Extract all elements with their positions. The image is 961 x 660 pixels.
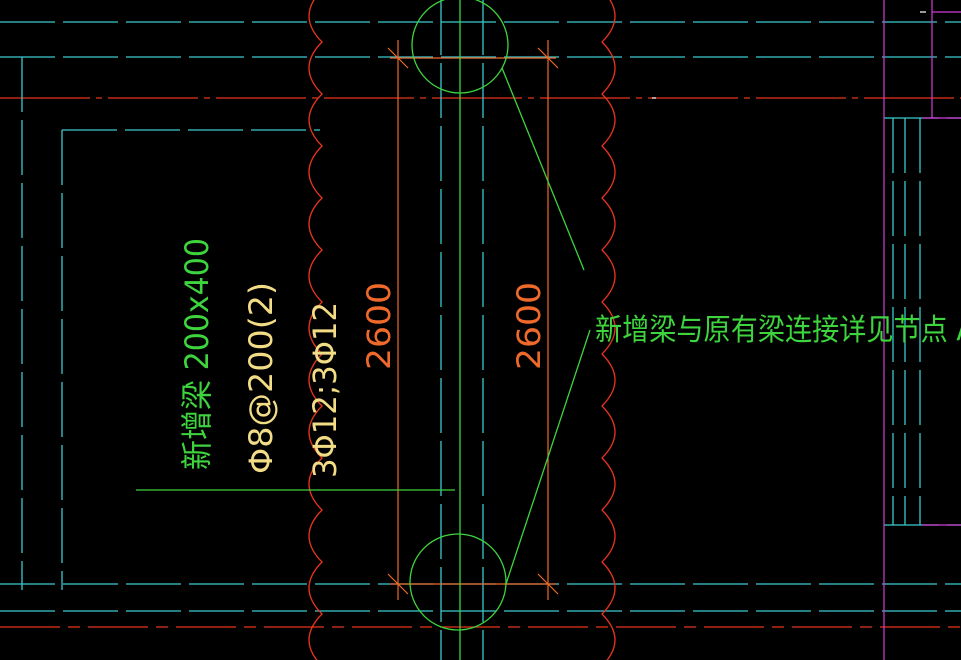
annotations: 新增梁 200x400 Φ8@200(2) 3Φ12;3Φ12 2600 260… bbox=[178, 238, 961, 478]
dim-tick-top-right bbox=[537, 47, 559, 69]
stirrup-spec-label: Φ8@200(2) bbox=[242, 282, 280, 474]
main-bar-spec-label: 3Φ12;3Φ12 bbox=[306, 302, 344, 478]
beam-name-label: 新增梁 200x400 bbox=[178, 238, 216, 470]
dimension-text-left: 2600 bbox=[360, 282, 398, 370]
detail-callout-circle-top[interactable] bbox=[411, 0, 509, 94]
right-boundary-lines bbox=[883, 0, 961, 660]
revision-cloud-left-edge bbox=[308, 0, 323, 660]
dim-tick-bottom-left bbox=[387, 573, 409, 595]
dimension-lines bbox=[387, 40, 559, 600]
dim-tick-top-left bbox=[387, 47, 409, 69]
cursor-marks bbox=[652, 11, 926, 99]
leader-line-top bbox=[501, 67, 585, 271]
revision-cloud bbox=[308, 0, 616, 660]
revision-cloud-right-edge bbox=[601, 0, 616, 660]
detail-callout-circle-bottom[interactable] bbox=[409, 533, 507, 631]
connection-note: 新增梁与原有梁连接详见节点 A bbox=[595, 313, 961, 348]
dim-tick-bottom-right bbox=[537, 573, 559, 595]
dimension-text-right: 2600 bbox=[510, 282, 548, 370]
leader-line-bottom bbox=[505, 329, 591, 585]
axis-lines bbox=[0, 97, 961, 628]
new-beam-green bbox=[136, 0, 591, 660]
